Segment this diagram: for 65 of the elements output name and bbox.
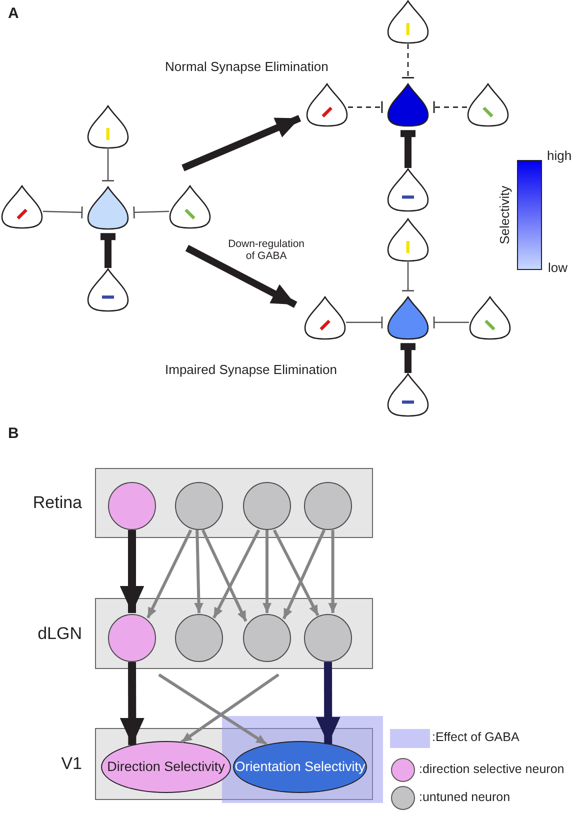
arrow — [262, 530, 272, 614]
neuron-ellipse: Direction Selectivity — [101, 741, 231, 793]
synapse-connector — [42, 206, 83, 218]
synapse-connector — [400, 130, 416, 168]
synapse-connector — [133, 206, 170, 218]
synapse-connector — [100, 233, 116, 268]
legend-label: :Effect of GABA — [432, 730, 520, 744]
neuron-drawing — [169, 185, 211, 229]
panel-letter: A — [8, 5, 19, 22]
synapse-connector — [400, 343, 416, 373]
neuron-circle — [175, 614, 223, 662]
arrow — [201, 529, 248, 622]
neuron-drawing — [387, 373, 429, 417]
arrow — [120, 530, 144, 614]
neuron-drawing — [387, 218, 429, 262]
neuron-circle — [108, 614, 156, 662]
arrow — [272, 529, 320, 616]
neuron-drawing — [387, 168, 429, 212]
arrow — [328, 530, 338, 614]
caption-text: Normal Synapse Elimination — [165, 59, 328, 74]
neuron-drawing — [87, 268, 129, 312]
neuron-circle — [304, 482, 352, 530]
arrow — [182, 114, 302, 172]
layer-label: Retina — [32, 493, 82, 513]
arrow — [185, 244, 298, 308]
neuron-drawing — [87, 105, 129, 149]
neuron-drawing — [387, 0, 429, 44]
neuron-drawing — [304, 296, 346, 340]
neuron-drawing — [87, 186, 129, 230]
arrow — [316, 662, 340, 744]
legend-label: :untuned neuron — [419, 790, 510, 804]
arrow — [158, 673, 268, 746]
synapse-connector — [348, 101, 383, 114]
synapse-connector — [433, 101, 467, 114]
neuron-circle — [175, 482, 223, 530]
neuron-circle — [304, 614, 352, 662]
arrow — [212, 529, 260, 619]
synapse-connector — [346, 316, 383, 328]
arrow — [194, 530, 204, 614]
neuron-drawing — [387, 83, 429, 127]
arrow — [120, 662, 144, 746]
neuron-drawing — [469, 296, 511, 340]
neuron-drawing — [387, 296, 429, 340]
synapse-connector — [402, 262, 414, 292]
neuron-circle — [243, 614, 291, 662]
legend-label: :direction selective neuron — [419, 762, 564, 776]
scale-label: high — [547, 148, 571, 163]
neuron-circle — [108, 482, 156, 530]
scale-label: Selectivity — [497, 184, 512, 246]
neuron-drawing — [1, 185, 43, 229]
caption-text: Impaired Synapse Elimination — [165, 362, 337, 377]
neuron-drawing — [306, 83, 348, 127]
synapse-connector — [433, 316, 469, 328]
arrow — [146, 529, 192, 618]
panel-letter: B — [8, 425, 19, 442]
neuron-drawing — [467, 83, 509, 127]
arrow — [180, 673, 280, 744]
arrow — [282, 529, 326, 620]
scale-label: low — [548, 260, 568, 275]
neuron-ellipse: Orientation Selectivity — [233, 741, 367, 793]
layer-label: dLGN — [38, 624, 82, 644]
neuron-circle — [243, 482, 291, 530]
synapse-connector — [402, 44, 414, 78]
layer-label: V1 — [61, 754, 82, 774]
synapse-connector — [102, 149, 114, 182]
